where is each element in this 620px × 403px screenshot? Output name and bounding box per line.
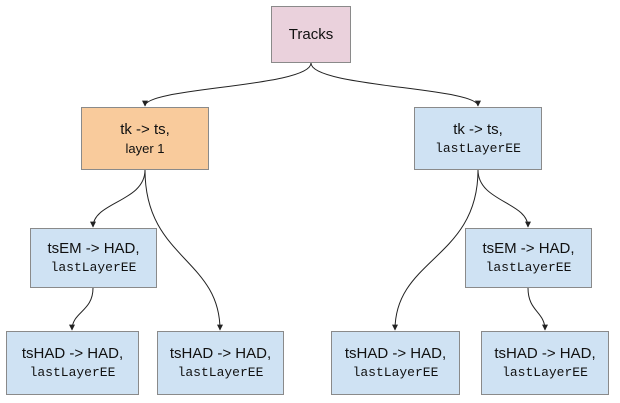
node-tshad-2-label: tsHAD -> HAD,: [169, 345, 272, 362]
edge-right-tsem-had-to-tshad-4: [527, 287, 548, 331]
edge-tracks-to-left-tk-ts: [142, 62, 312, 107]
node-tracks: Tracks: [271, 6, 351, 63]
node-tshad-4-label: tsHAD -> HAD,: [494, 345, 596, 362]
node-tshad-4: tsHAD -> HAD, lastLayerEE: [481, 331, 609, 395]
node-tshad-3-sublabel: lastLayerEE: [352, 365, 439, 380]
node-left-tk-ts-sublabel: layer 1: [125, 140, 165, 156]
node-left-tk-ts: tk -> ts, layer 1: [81, 107, 209, 170]
node-right-tsem-had-sublabel: lastLayerEE: [485, 260, 572, 275]
node-tshad-1-sublabel: lastLayerEE: [29, 365, 116, 380]
node-left-tsem-had-sublabel: lastLayerEE: [50, 260, 137, 275]
edge-right-tk-ts-to-right-tsem-had: [477, 169, 531, 228]
node-tshad-1: tsHAD -> HAD, lastLayerEE: [6, 331, 139, 395]
edge-tracks-to-right-tk-ts: [310, 62, 481, 107]
edge-left-tk-ts-to-left-tsem-had: [90, 169, 146, 228]
node-tshad-3: tsHAD -> HAD, lastLayerEE: [331, 331, 460, 395]
node-left-tk-ts-label: tk -> ts,: [120, 120, 170, 138]
node-tshad-2-sublabel: lastLayerEE: [177, 365, 264, 380]
edge-left-tk-ts-to-tshad-2: [144, 169, 223, 331]
edge-right-tk-ts-to-tshad-3: [392, 169, 479, 331]
node-left-tsem-had-label: tsEM -> HAD,: [47, 240, 140, 257]
node-right-tk-ts: tk -> ts, lastLayerEE: [414, 107, 542, 170]
node-right-tk-ts-label: tk -> ts,: [453, 120, 503, 138]
node-right-tsem-had: tsEM -> HAD, lastLayerEE: [465, 228, 592, 288]
node-left-tsem-had: tsEM -> HAD, lastLayerEE: [30, 228, 157, 288]
node-right-tsem-had-label: tsEM -> HAD,: [482, 240, 575, 257]
node-right-tk-ts-sublabel: lastLayerEE: [435, 140, 521, 156]
node-tshad-1-label: tsHAD -> HAD,: [21, 345, 124, 362]
node-tracks-label: Tracks: [288, 25, 334, 43]
node-tshad-3-label: tsHAD -> HAD,: [344, 345, 447, 362]
edge-left-tsem-had-to-tshad-1: [69, 287, 94, 331]
node-tshad-2: tsHAD -> HAD, lastLayerEE: [157, 331, 284, 395]
node-tshad-4-sublabel: lastLayerEE: [502, 365, 588, 380]
